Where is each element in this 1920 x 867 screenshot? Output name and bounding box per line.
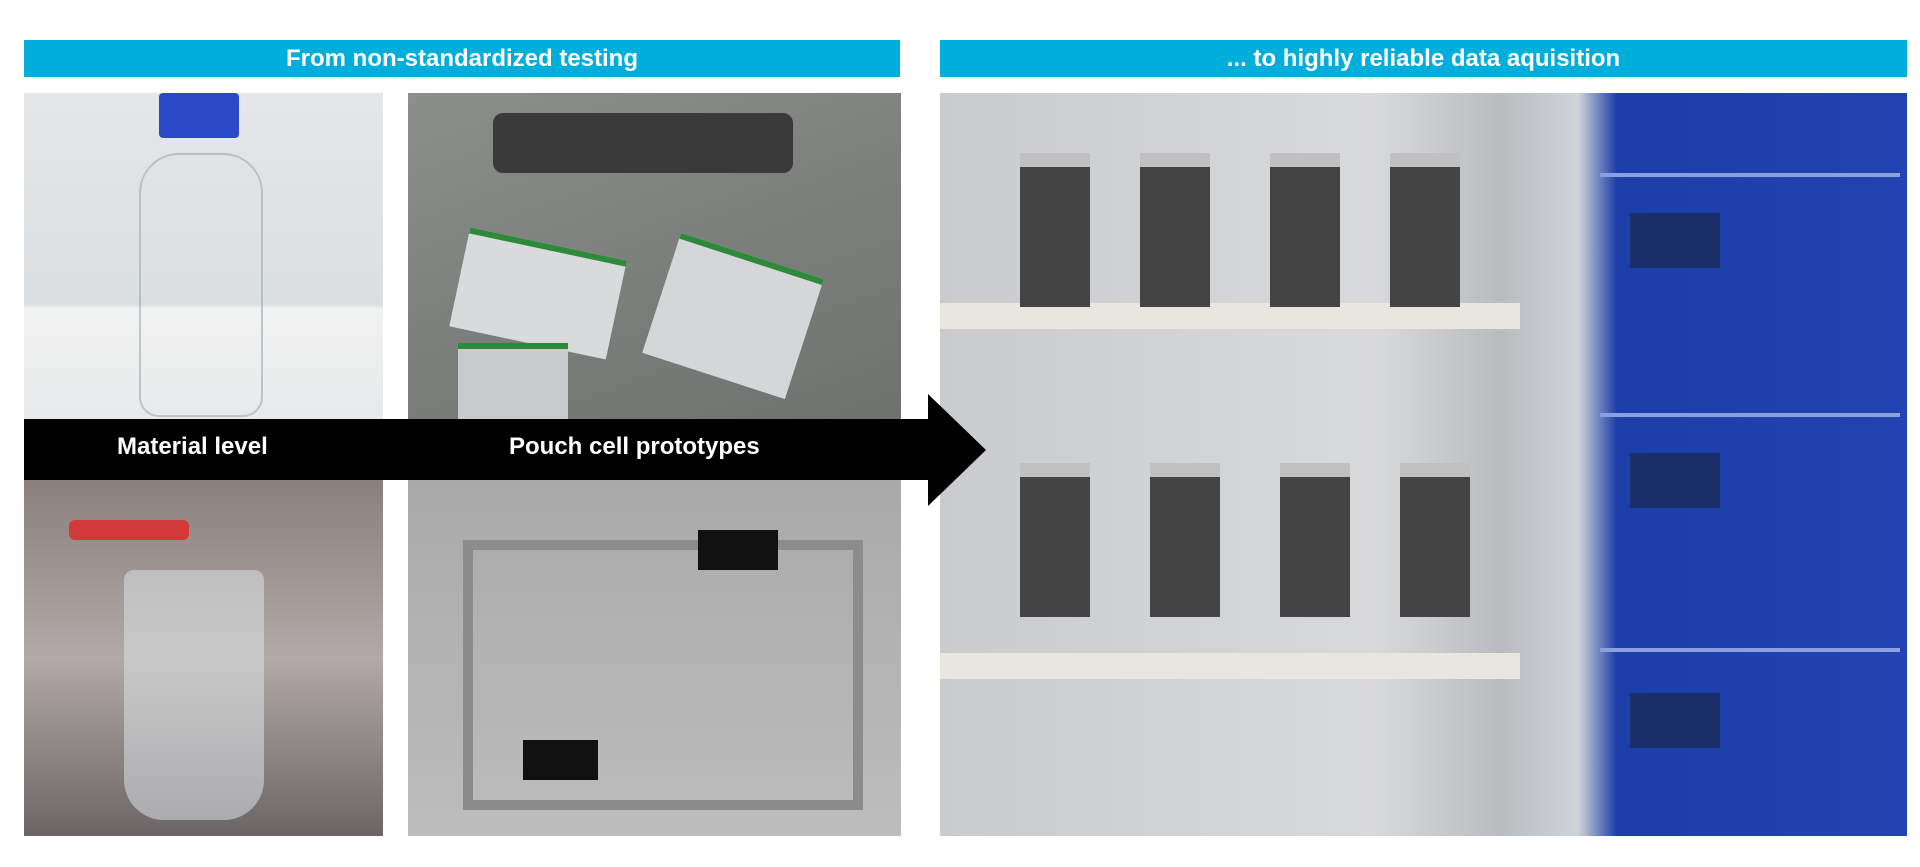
arrow-shape [24,394,986,506]
photo-pouch-cells [408,93,901,419]
photo-pouch-cell-clamped [408,480,901,836]
label-material-level: Material level [117,433,268,460]
label-pouch-cell-prototypes: Pouch cell prototypes [509,433,760,460]
photo-beaker-cell [24,480,383,836]
photo-test-cell-rack [940,93,1907,836]
header-left: From non-standardized testing [24,40,900,77]
header-right: ... to highly reliable data aquisition [940,40,1907,77]
photo-glass-bottle-cell [24,93,383,419]
